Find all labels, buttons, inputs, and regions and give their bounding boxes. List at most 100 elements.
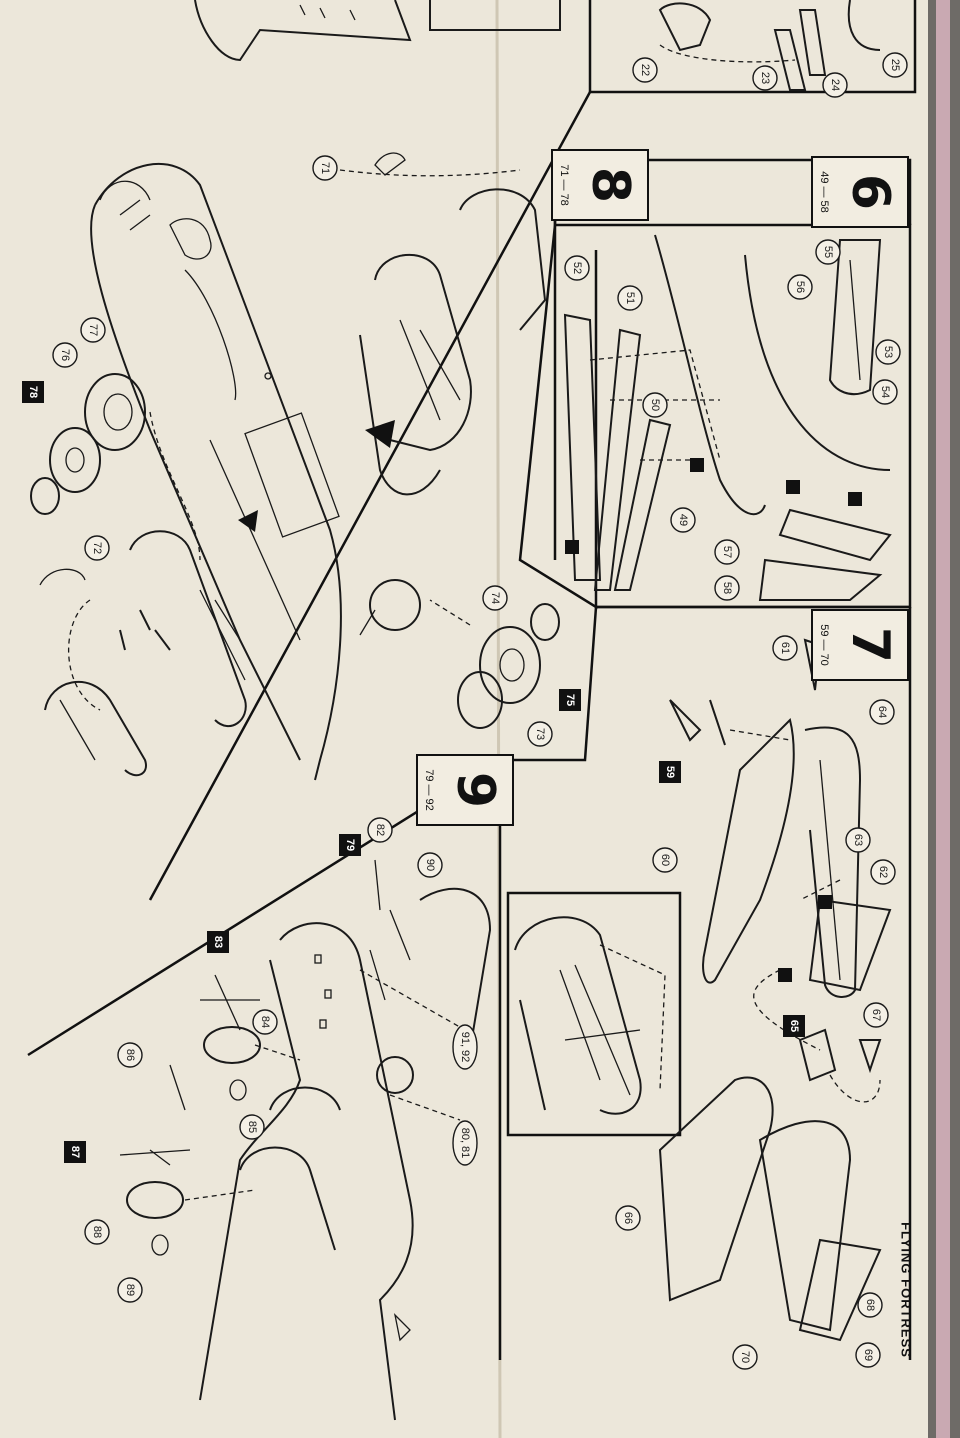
part-number: 82 <box>374 824 386 836</box>
part-callout-filled-65: 65 <box>783 1015 805 1037</box>
step-headers: 649 — 58 759 — 70 8 71 — 78 9 79 — 92 <box>416 149 909 826</box>
step-9-drawing <box>119 859 492 1421</box>
part-number: 87 <box>69 1146 81 1158</box>
part-number: 80, 81 <box>459 1128 471 1159</box>
part-callout-filled-83: 83 <box>207 931 229 953</box>
part-callout-63: 63 <box>845 827 871 853</box>
part-callout-filled-87: 87 <box>64 1141 86 1163</box>
part-callout-84: 84 <box>252 1009 278 1035</box>
wheel-parts <box>30 152 560 729</box>
part-callout-74: 74 <box>482 585 508 611</box>
part-number: 24 <box>829 79 841 91</box>
part-callout-58: 58 <box>714 575 740 601</box>
part-callout-70: 70 <box>732 1344 758 1370</box>
part-callout-69: 69 <box>855 1342 881 1368</box>
part-number: 89 <box>124 1284 136 1296</box>
engine-nacelles <box>44 188 547 777</box>
sheet-title: FLYING FORTRESS <box>899 1222 914 1358</box>
part-callout-52: 52 <box>564 255 590 281</box>
part-number: 70 <box>739 1351 751 1363</box>
part-number: 23 <box>759 72 771 84</box>
part-callout-89: 89 <box>117 1277 143 1303</box>
part-number: 62 <box>877 866 889 878</box>
step-number: 7 <box>840 627 900 663</box>
part-callout-filled-75: 75 <box>559 689 581 711</box>
part-number: 51 <box>624 292 636 304</box>
step-header-8: 8 71 — 78 <box>551 149 649 221</box>
part-number: 65 <box>788 1020 800 1032</box>
part-number: 25 <box>889 59 901 71</box>
part-number: 56 <box>794 281 806 293</box>
part-number: 50 <box>649 399 661 411</box>
part-number: 71 <box>319 162 331 174</box>
step-header-9: 9 79 — 92 <box>416 754 514 826</box>
part-number: 57 <box>721 546 733 558</box>
part-number: 91, 92 <box>459 1032 471 1063</box>
part-number: 54 <box>879 386 891 398</box>
part-number: 73 <box>534 728 546 740</box>
part-number: 75 <box>564 694 576 706</box>
part-number: 84 <box>259 1016 271 1028</box>
part-callout-80-81: 80, 81 <box>452 1120 478 1166</box>
part-callout-23: 23 <box>752 65 778 91</box>
part-callout-24: 24 <box>822 72 848 98</box>
part-number: 90 <box>424 859 436 871</box>
part-callout-71: 71 <box>312 155 338 181</box>
part-number: 69 <box>862 1349 874 1361</box>
part-number: 64 <box>876 706 888 718</box>
part-number: 83 <box>212 936 224 948</box>
callout-layer: 22 23 24 25 49 50 51 52 53 54 55 56 57 58 60 61 62 63 64 66… <box>22 52 908 1370</box>
part-number: 49 <box>677 514 689 526</box>
part-callout-77: 77 <box>80 317 106 343</box>
part-number: 85 <box>246 1121 258 1133</box>
part-callout-62: 62 <box>870 859 896 885</box>
part-number: 77 <box>87 324 99 336</box>
part-callout-85: 85 <box>239 1114 265 1140</box>
step-number: 8 <box>580 167 640 203</box>
part-number: 67 <box>870 1009 882 1021</box>
part-number: 60 <box>659 854 671 866</box>
part-callout-72: 72 <box>84 535 110 561</box>
step-part-range: 71 — 78 <box>558 164 570 206</box>
part-callout-filled-79: 79 <box>339 834 361 856</box>
part-number: 58 <box>721 582 733 594</box>
part-callout-54: 54 <box>872 379 898 405</box>
part-callout-68: 68 <box>857 1292 883 1318</box>
part-callout-90: 90 <box>417 852 443 878</box>
step-number: 9 <box>445 772 505 808</box>
part-callout-49: 49 <box>670 507 696 533</box>
step-part-range: 49 — 58 <box>818 171 830 213</box>
fuselage-drawing <box>90 163 342 781</box>
part-callout-22: 22 <box>632 57 658 83</box>
part-number: 52 <box>571 262 583 274</box>
part-callout-filled-78: 78 <box>22 381 44 403</box>
part-callout-88: 88 <box>84 1219 110 1245</box>
part-number: 68 <box>864 1299 876 1311</box>
part-number: 59 <box>664 766 676 778</box>
part-callout-61: 61 <box>772 635 798 661</box>
assembly-arrow <box>365 420 395 448</box>
assembly-arrow-2 <box>238 510 258 532</box>
part-number: 79 <box>344 839 356 851</box>
part-number: 22 <box>639 64 651 76</box>
part-number: 63 <box>852 834 864 846</box>
step-part-range: 79 — 92 <box>423 769 435 811</box>
part-callout-60: 60 <box>652 847 678 873</box>
part-callout-51: 51 <box>617 285 643 311</box>
step-header-6: 649 — 58 <box>811 156 909 228</box>
assembly-diagram: 22 23 24 25 49 50 51 52 53 54 55 56 57 58 60 61 62 63 64 66… <box>22 0 917 1438</box>
inset-detail <box>514 916 666 1115</box>
step-5-fragment <box>194 0 881 91</box>
part-callout-53: 53 <box>875 339 901 365</box>
wing-parts <box>658 638 892 1342</box>
part-callout-66: 66 <box>615 1205 641 1231</box>
part-callout-73: 73 <box>527 721 553 747</box>
part-number: 76 <box>59 349 71 361</box>
part-number: 88 <box>91 1226 103 1238</box>
part-number: 55 <box>822 246 834 258</box>
part-number: 86 <box>124 1049 136 1061</box>
part-callout-76: 76 <box>52 342 78 368</box>
step-header-7: 759 — 70 <box>811 609 909 681</box>
part-callout-86: 86 <box>117 1042 143 1068</box>
part-callout-91-92: 91, 92 <box>452 1024 478 1070</box>
